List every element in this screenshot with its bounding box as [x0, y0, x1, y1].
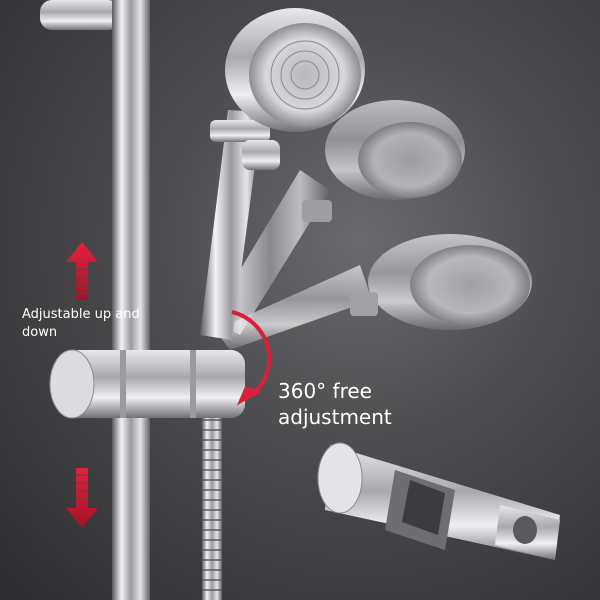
- arrow-down-icon: [66, 468, 98, 528]
- slide-rail-bar: [112, 0, 150, 600]
- vertical-adjust-caption: Adjustable up and down: [22, 307, 140, 340]
- arrow-up-icon: [66, 242, 98, 300]
- rotation-caption-line2: adjustment: [278, 405, 392, 429]
- handheld-shower: [200, 8, 365, 340]
- shower-head-ghost-middle: [210, 100, 465, 335]
- rotation-caption: 360° free adjustment: [278, 378, 458, 430]
- rotation-arrow-icon: [231, 310, 271, 406]
- slide-holder: [49, 349, 245, 419]
- shower-hose: [202, 390, 222, 600]
- shower-head-ghost-lower: [215, 234, 532, 350]
- rotation-caption-line1: 360° free: [278, 379, 372, 403]
- holder-closeup-inset: [317, 442, 560, 560]
- wall-bracket: [40, 0, 120, 30]
